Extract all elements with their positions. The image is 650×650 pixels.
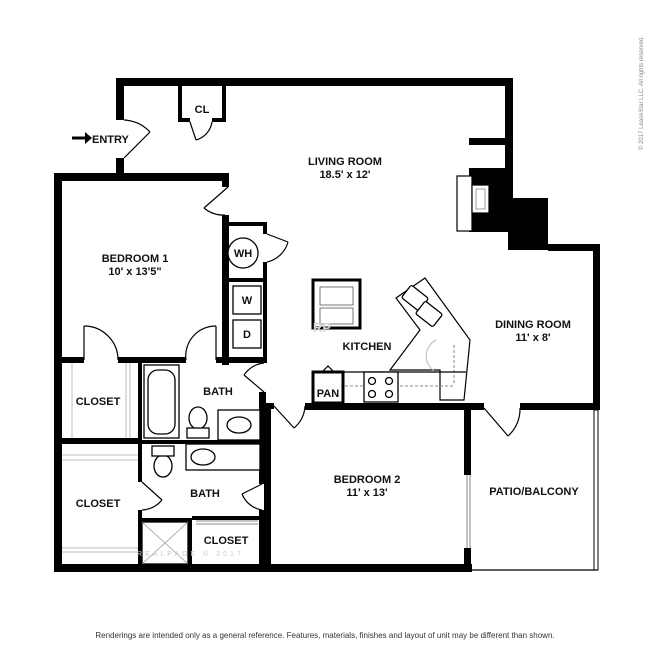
entry-label: ENTRY <box>92 134 130 146</box>
living-room-name: LIVING ROOM <box>308 156 382 168</box>
washer-label: W <box>242 295 253 307</box>
toilet-icon <box>151 406 210 478</box>
bathtub-icon <box>143 364 180 439</box>
closet2-label: CLOSET <box>76 498 121 510</box>
closet-cl-label: CL <box>195 104 210 116</box>
shower-icon <box>141 521 189 565</box>
bath1-label: BATH <box>203 386 233 398</box>
sink-icon <box>401 285 443 327</box>
door-swing-icon <box>83 119 521 511</box>
realpage-logo-icon: RP <box>313 320 331 335</box>
copyright-text: © 2017 LeaseStar LLC. All rights reserve… <box>638 36 645 150</box>
water-heater <box>227 237 259 269</box>
copyright-notice: © 2017 LeaseStar LLC. All rights reserve… <box>638 36 645 150</box>
closet1-label: CLOSET <box>76 396 121 408</box>
pantry-label: PAN <box>317 388 339 400</box>
wh-label: WH <box>234 248 252 260</box>
entry-arrow-icon <box>72 132 92 144</box>
dining-room-name: DINING ROOM <box>495 319 571 331</box>
wall-details <box>62 363 471 553</box>
disclaimer: Renderings are intended only as a genera… <box>95 631 555 640</box>
patio-label: PATIO/BALCONY <box>489 486 579 498</box>
washer-dryer <box>232 285 262 349</box>
bedroom1-name: BEDROOM 1 <box>102 253 169 265</box>
kitchen-island <box>311 278 362 330</box>
bedroom2-name: BEDROOM 2 <box>334 474 401 486</box>
fireplace-icon <box>456 138 548 250</box>
dryer-label: D <box>243 329 251 341</box>
living-room-size: 18.5' x 12' <box>319 169 370 181</box>
bath2-label: BATH <box>190 488 220 500</box>
interior-walls <box>62 86 471 568</box>
bedroom1-size: 10' x 13'5" <box>108 266 161 278</box>
bedroom2-size: 11' x 13' <box>346 487 388 499</box>
svg-text:RP: RP <box>313 320 331 335</box>
pantry <box>311 365 345 405</box>
closet3-label: CLOSET <box>204 535 249 547</box>
stove-icon <box>363 371 399 403</box>
room-labels: ENTRY CL LIVING ROOM 18.5' x 12' BEDROOM… <box>76 104 580 547</box>
dining-room-size: 11' x 8' <box>515 332 551 344</box>
sink-icon <box>185 409 261 471</box>
watermark: REALPAGE © 2017 <box>137 551 244 558</box>
kitchen-label: KITCHEN <box>343 341 392 353</box>
